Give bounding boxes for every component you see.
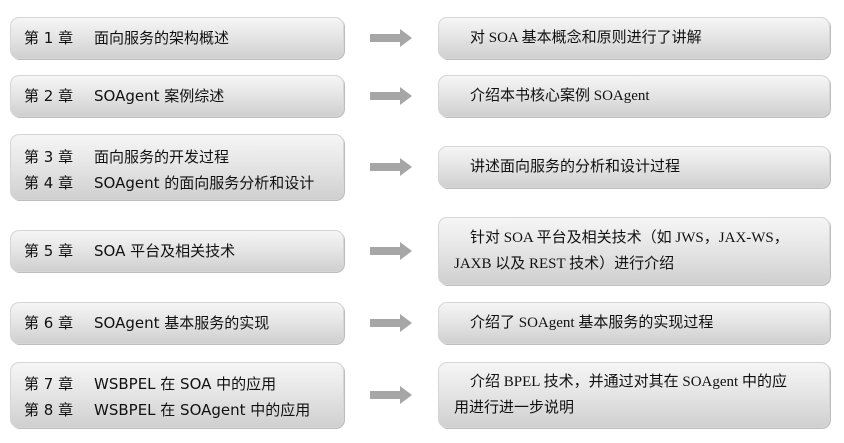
arrow-right-icon [370,314,412,332]
chapter-title: SOAgent 案例综述 [94,87,225,105]
chapter-number: 第 5 章 [24,242,74,260]
chapter-number: 第 6 章 [24,314,74,332]
description-box-4: 针对 SOA 平台及相关技术（如 JWS，JAX-WS， JAXB 以及 RES… [438,217,830,285]
description-line: 对 SOA 基本概念和原则进行了讲解 [470,30,702,46]
chapter-line: 第 3 章 面向服务的开发过程 [24,148,229,166]
chapter-number: 第 4 章 [24,174,74,192]
chapter-line: 第 8 章 WSBPEL 在 SOAgent 中的应用 [24,401,310,419]
description-box-3: 讲述面向服务的分析和设计过程 [438,146,830,188]
arrow-right-icon [370,158,412,176]
chapter-number: 第 2 章 [24,87,74,105]
chapter-line: 第 6 章 SOAgent 基本服务的实现 [24,314,269,332]
description-line: JAXB 以及 REST 技术）进行介绍 [454,256,675,272]
arrow-right-icon [370,87,412,105]
chapter-title: SOA 平台及相关技术 [94,242,236,260]
description-box-6: 介绍 BPEL 技术，并通过对其在 SOAgent 中的应 用进行进一步说明 [438,362,830,428]
description-text: 介绍本书核心案例 SOAgent [454,83,814,109]
description-text: 针对 SOA 平台及相关技术（如 JWS，JAX-WS， JAXB 以及 RES… [454,225,814,277]
chapter-line: 第 7 章 WSBPEL 在 SOA 中的应用 [24,375,276,393]
chapter-box-2: 第 2 章 SOAgent 案例综述 [10,75,344,117]
description-text: 介绍了 SOAgent 基本服务的实现过程 [454,310,814,336]
chapter-title: 面向服务的架构概述 [94,29,230,47]
chapter-box-5: 第 6 章 SOAgent 基本服务的实现 [10,302,344,344]
description-line: 用进行进一步说明 [454,400,575,416]
chapter-line: 第 2 章 SOAgent 案例综述 [24,87,224,105]
chapter-box-4: 第 5 章 SOA 平台及相关技术 [10,230,344,272]
chapter-box-6: 第 7 章 WSBPEL 在 SOA 中的应用 第 8 章 WSBPEL 在 SOA… [10,362,344,428]
arrow-right-icon [370,242,412,260]
chapter-title: 面向服务的开发过程 [94,148,230,166]
chapter-line: 第 1 章 面向服务的架构概述 [24,29,229,47]
description-line: 讲述面向服务的分析和设计过程 [470,159,681,175]
description-box-1: 对 SOA 基本概念和原则进行了讲解 [438,17,830,59]
description-text: 介绍 BPEL 技术，并通过对其在 SOAgent 中的应 用进行进一步说明 [454,369,814,421]
description-line: 针对 SOA 平台及相关技术（如 JWS，JAX-WS， [470,230,789,246]
description-line: 介绍了 SOAgent 基本服务的实现过程 [470,315,714,331]
chapter-title: WSBPEL 在 SOA 中的应用 [94,375,277,393]
chapter-number: 第 1 章 [24,29,74,47]
description-box-2: 介绍本书核心案例 SOAgent [438,75,830,117]
arrow-right-icon [370,386,412,404]
chapter-title: SOAgent 的面向服务分析和设计 [94,174,315,192]
chapter-number: 第 8 章 [24,401,74,419]
chapter-box-1: 第 1 章 面向服务的架构概述 [10,17,344,59]
chapter-title: WSBPEL 在 SOAgent 中的应用 [94,401,311,419]
arrow-right-icon [370,29,412,47]
description-line: 介绍 BPEL 技术，并通过对其在 SOAgent 中的应 [470,374,787,390]
chapter-line: 第 4 章 SOAgent 的面向服务分析和设计 [24,174,314,192]
chapter-line: 第 5 章 SOA 平台及相关技术 [24,242,235,260]
description-line: 介绍本书核心案例 SOAgent [470,88,650,104]
description-text: 讲述面向服务的分析和设计过程 [454,154,814,180]
chapter-number: 第 7 章 [24,375,74,393]
description-text: 对 SOA 基本概念和原则进行了讲解 [454,25,814,51]
chapter-box-3: 第 3 章 面向服务的开发过程 第 4 章 SOAgent 的面向服务分析和设计 [10,134,344,200]
description-box-5: 介绍了 SOAgent 基本服务的实现过程 [438,302,830,344]
chapter-title: SOAgent 基本服务的实现 [94,314,270,332]
chapter-number: 第 3 章 [24,148,74,166]
